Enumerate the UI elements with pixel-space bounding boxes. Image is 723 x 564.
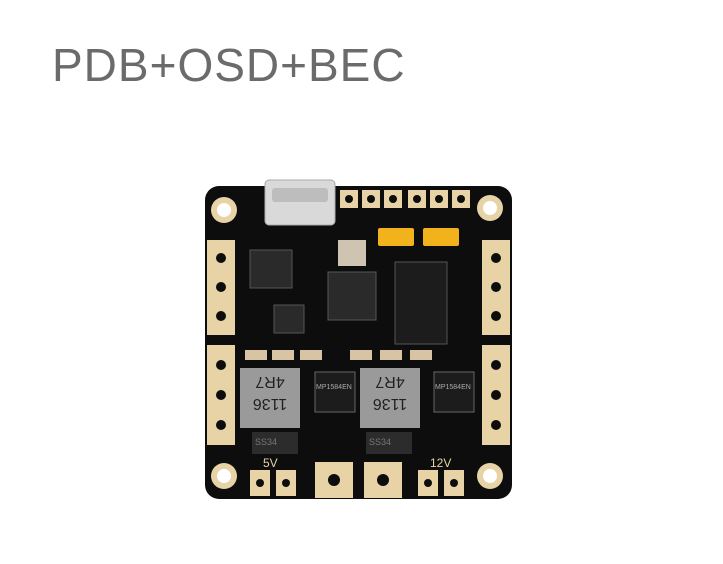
ic-right-label: MP1584EN	[435, 384, 471, 391]
ic-right-body	[433, 371, 475, 413]
chip	[327, 271, 377, 321]
diode-right-label: SS34	[369, 437, 392, 447]
inductor-left	[240, 368, 300, 428]
right-pads	[482, 240, 510, 445]
diode-left-label: SS34	[255, 437, 278, 447]
inductor-right-line1: 1136	[372, 395, 408, 412]
smd-component	[378, 228, 414, 246]
inductor-right-text: 1136 4R7	[360, 370, 420, 414]
inductor-right-line2: 4R7	[375, 373, 405, 390]
inductor-left-line1: 1136	[252, 395, 288, 412]
smd-component	[423, 228, 459, 246]
crystal	[338, 240, 366, 266]
mounting-holes	[211, 195, 503, 489]
chip	[394, 261, 448, 345]
label-12v: 12V	[430, 456, 452, 470]
resistor-row	[245, 350, 432, 360]
diode-right-body	[366, 432, 412, 454]
inductor-left-line2: 4R7	[255, 373, 285, 390]
inductor-left-text: 1136 4R7	[240, 370, 300, 414]
chip	[249, 249, 293, 289]
usb-connector	[264, 179, 336, 226]
label-5v: 5V	[263, 456, 278, 470]
ic-left-body	[314, 371, 356, 413]
page-title: PDB+OSD+BEC	[52, 39, 406, 91]
chip	[273, 304, 305, 334]
inductor-right	[360, 368, 420, 428]
ic-left-label: MP1584EN	[316, 384, 352, 391]
left-pads	[207, 240, 235, 445]
pcb-board	[205, 186, 512, 499]
diode-left-body	[252, 432, 298, 454]
